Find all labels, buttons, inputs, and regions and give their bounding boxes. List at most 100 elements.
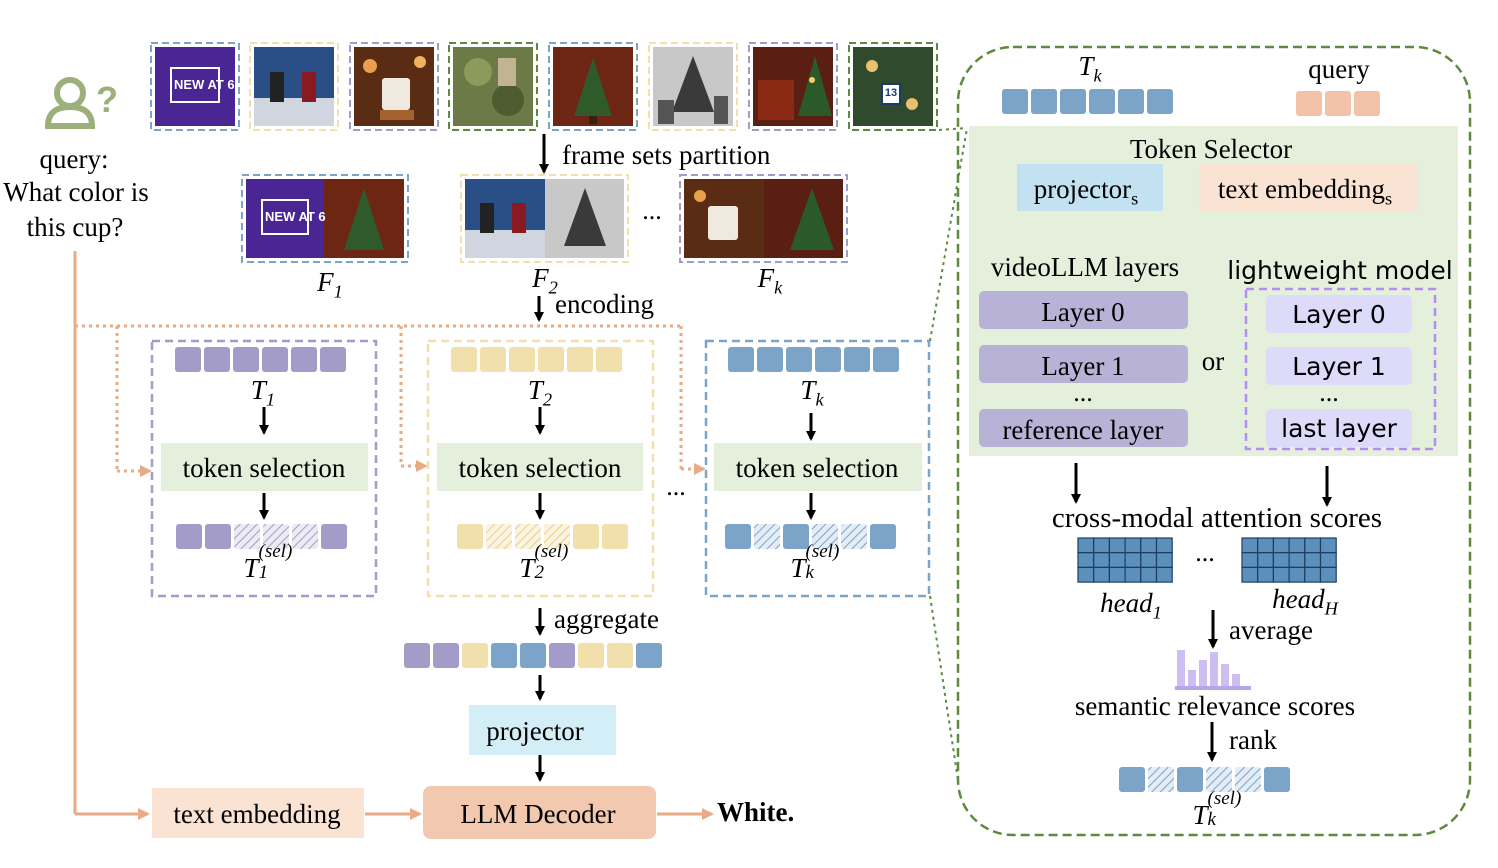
token bbox=[233, 347, 259, 372]
matrix-cell-headH bbox=[1241, 566, 1259, 583]
matrix-cell-head1 bbox=[1155, 566, 1173, 583]
token bbox=[1296, 91, 1322, 116]
token bbox=[263, 524, 289, 549]
token bbox=[234, 524, 260, 549]
token bbox=[1148, 767, 1174, 792]
matrix-cell-headH bbox=[1257, 566, 1274, 583]
matrix-cell-headH bbox=[1288, 537, 1306, 554]
query-path bbox=[73, 251, 714, 820]
matrix-cell-head1 bbox=[1155, 537, 1173, 554]
token bbox=[544, 524, 570, 549]
token bbox=[175, 347, 201, 372]
token bbox=[844, 347, 870, 372]
token bbox=[841, 524, 867, 549]
token bbox=[602, 524, 628, 549]
matrix-cell-head1 bbox=[1108, 566, 1126, 583]
matrix-cell-head1 bbox=[1124, 552, 1142, 569]
user-question-icon: ? bbox=[44, 77, 118, 129]
token bbox=[757, 347, 783, 372]
matrix-cell-head1 bbox=[1093, 566, 1110, 583]
matrix-cell-headH bbox=[1241, 537, 1259, 554]
token bbox=[509, 347, 535, 372]
matrix-cell-head1 bbox=[1140, 537, 1158, 554]
matrix-cell-headH bbox=[1257, 552, 1274, 569]
matrix-cell-headH bbox=[1304, 566, 1322, 583]
matrix-cell-headH bbox=[1319, 537, 1337, 554]
token bbox=[1177, 767, 1203, 792]
token-layer bbox=[175, 89, 1380, 792]
frame-sets bbox=[241, 174, 848, 263]
matrix-cell-headH bbox=[1272, 552, 1290, 569]
main-flow-arrows bbox=[259, 134, 816, 782]
token bbox=[873, 347, 899, 372]
matrix-cell-head1 bbox=[1124, 537, 1142, 554]
token bbox=[321, 524, 347, 549]
matrix-cell-head1 bbox=[1108, 552, 1126, 569]
matrix-cell-headH bbox=[1319, 552, 1337, 569]
token bbox=[457, 524, 483, 549]
svg-text:?: ? bbox=[96, 79, 118, 120]
token bbox=[176, 524, 202, 549]
token bbox=[433, 643, 459, 668]
token bbox=[538, 347, 564, 372]
matrix-cell-headH bbox=[1241, 552, 1259, 569]
matrix-cell-head1 bbox=[1077, 552, 1095, 569]
token-groups bbox=[150, 339, 931, 598]
token bbox=[204, 347, 230, 372]
token bbox=[1264, 767, 1290, 792]
token bbox=[480, 347, 506, 372]
token bbox=[1031, 89, 1057, 114]
token bbox=[520, 643, 546, 668]
video-frames bbox=[150, 42, 938, 131]
token bbox=[596, 347, 622, 372]
matrix-cell-head1 bbox=[1108, 537, 1126, 554]
matrix-cell-head1 bbox=[1093, 537, 1110, 554]
token bbox=[636, 643, 662, 668]
matrix-cell-headH bbox=[1304, 537, 1322, 554]
attention-matrices bbox=[1077, 537, 1337, 583]
token bbox=[515, 524, 541, 549]
matrix-cell-headH bbox=[1288, 552, 1306, 569]
token bbox=[728, 347, 754, 372]
matrix-cell-headH bbox=[1272, 566, 1290, 583]
matrix-cell-headH bbox=[1257, 537, 1274, 554]
selector-arrows bbox=[1071, 463, 1332, 762]
bar-chart-icon bbox=[1175, 650, 1251, 690]
matrix-cell-headH bbox=[1288, 566, 1306, 583]
token bbox=[462, 643, 488, 668]
token bbox=[578, 643, 604, 668]
token bbox=[812, 524, 838, 549]
token bbox=[567, 347, 593, 372]
zoom-connector bbox=[929, 127, 968, 781]
token bbox=[786, 347, 812, 372]
token bbox=[291, 347, 317, 372]
matrix-cell-head1 bbox=[1155, 552, 1173, 569]
token bbox=[725, 524, 751, 549]
token bbox=[573, 524, 599, 549]
matrix-cell-head1 bbox=[1140, 552, 1158, 569]
token bbox=[870, 524, 896, 549]
matrix-cell-headH bbox=[1272, 537, 1290, 554]
token bbox=[404, 643, 430, 668]
token bbox=[320, 347, 346, 372]
token bbox=[1235, 767, 1261, 792]
token bbox=[549, 643, 575, 668]
llm-decoder-box bbox=[423, 786, 656, 839]
token bbox=[1147, 89, 1173, 114]
token bbox=[1118, 89, 1144, 114]
token bbox=[486, 524, 512, 549]
token bbox=[262, 347, 288, 372]
token bbox=[1119, 767, 1145, 792]
text-embedding-box bbox=[152, 788, 364, 838]
token bbox=[1325, 91, 1351, 116]
token bbox=[1089, 89, 1115, 114]
token bbox=[205, 524, 231, 549]
matrix-cell-head1 bbox=[1077, 566, 1095, 583]
matrix-cell-headH bbox=[1319, 566, 1337, 583]
token bbox=[292, 524, 318, 549]
matrix-cell-head1 bbox=[1124, 566, 1142, 583]
matrix-cell-headH bbox=[1304, 552, 1322, 569]
matrix-cell-head1 bbox=[1077, 537, 1095, 554]
token bbox=[1354, 91, 1380, 116]
